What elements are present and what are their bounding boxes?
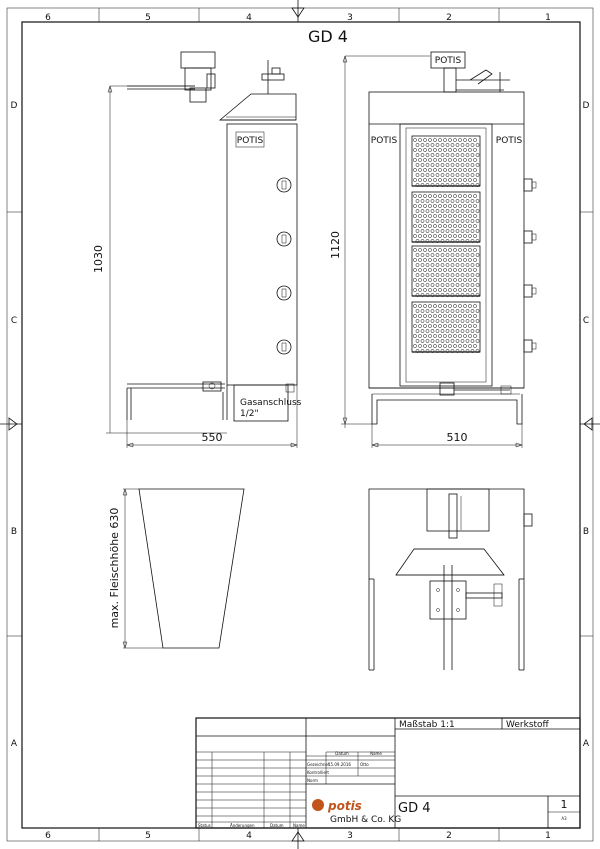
- col-label-bottom: 1: [545, 831, 551, 841]
- dim-front-width: 510: [447, 431, 468, 444]
- dim-side-width: 550: [202, 431, 223, 444]
- drawing-title: GD 4: [308, 27, 348, 46]
- col-label-bottom: 4: [246, 831, 252, 841]
- col-label-top: 6: [45, 13, 51, 23]
- col-label-bottom: 5: [145, 831, 151, 841]
- tb-row-checked: Kontrolliert: [307, 770, 329, 775]
- tb-name-header: Name: [370, 751, 382, 756]
- tb-paper-size: A3: [561, 816, 567, 821]
- row-label-left: A: [11, 739, 18, 749]
- company-logo-text: potis: [327, 799, 362, 813]
- col-label-bottom: 3: [347, 831, 353, 841]
- front-brand-left: POTIS: [371, 136, 398, 146]
- row-label-left: B: [11, 527, 17, 537]
- company-name: GmbH & Co. KG: [330, 815, 401, 825]
- front-dimensions: 1120 510: [329, 55, 523, 448]
- col-label-top: 2: [446, 13, 452, 23]
- side-knobs: [276, 177, 292, 355]
- tb-material: Werkstoff: [506, 720, 550, 730]
- row-label-right: C: [583, 316, 589, 326]
- col-label-bottom: 6: [45, 831, 51, 841]
- row-label-right: B: [583, 527, 589, 537]
- tb-rev-header: Änderungen: [230, 823, 255, 828]
- front-brand-right: POTIS: [496, 136, 523, 146]
- row-labels: D C B A D C B A: [11, 101, 590, 749]
- tb-row-drawn: Gezeichnet: [307, 762, 330, 767]
- tb-rev-header: Status: [198, 823, 211, 828]
- title-block: Maßstab 1:1 Werkstoff Datum Name Gezeich…: [195, 717, 581, 829]
- dim-side-height: 1030: [92, 245, 105, 273]
- column-labels: 6 5 4 3 2 1 6 5 4 3 2 1: [45, 13, 551, 841]
- gas-connection-size: 1/2": [240, 409, 259, 419]
- side-view: POTIS Gasanschluss 1/2": [126, 51, 302, 422]
- tb-sheet-number: 1: [561, 798, 568, 811]
- logo-mark: [312, 799, 324, 811]
- col-label-top: 5: [145, 13, 151, 23]
- burner-grids: [411, 135, 481, 353]
- tb-scale: Maßstab 1:1: [399, 720, 455, 730]
- meat-cone-view: max. Fleischhöhe 630: [108, 488, 245, 649]
- front-view: POTIS POTIS POTIS: [368, 51, 537, 425]
- tb-drawing-name: GD 4: [398, 801, 431, 816]
- row-label-right: A: [583, 739, 590, 749]
- tb-drawn-date: 15.09.2016: [328, 762, 351, 767]
- tb-rev-header: Name: [293, 823, 305, 828]
- col-label-top: 3: [347, 13, 353, 23]
- gas-connection-label: Gasanschluss: [240, 398, 302, 408]
- row-label-right: D: [583, 101, 590, 111]
- front-knobs: [523, 178, 537, 353]
- tb-date-header: Datum: [335, 751, 349, 756]
- outer-frame: [6, 7, 594, 842]
- dim-meat-height: max. Fleischhöhe 630: [108, 508, 121, 629]
- tb-row-norm: Norm: [307, 778, 318, 783]
- row-label-left: D: [11, 101, 18, 111]
- front-brand-motor: POTIS: [435, 56, 462, 66]
- tb-rev-header: Datum: [270, 823, 284, 828]
- side-dimensions: 1030 550: [92, 85, 298, 448]
- col-label-top: 1: [545, 13, 551, 23]
- side-brand-label: POTIS: [237, 136, 264, 146]
- dim-front-height: 1120: [329, 231, 342, 259]
- tb-drawn-name: Otto: [360, 762, 369, 767]
- col-label-bottom: 2: [446, 831, 452, 841]
- col-label-top: 4: [246, 13, 252, 23]
- row-label-left: C: [11, 316, 17, 326]
- top-view: [368, 488, 533, 671]
